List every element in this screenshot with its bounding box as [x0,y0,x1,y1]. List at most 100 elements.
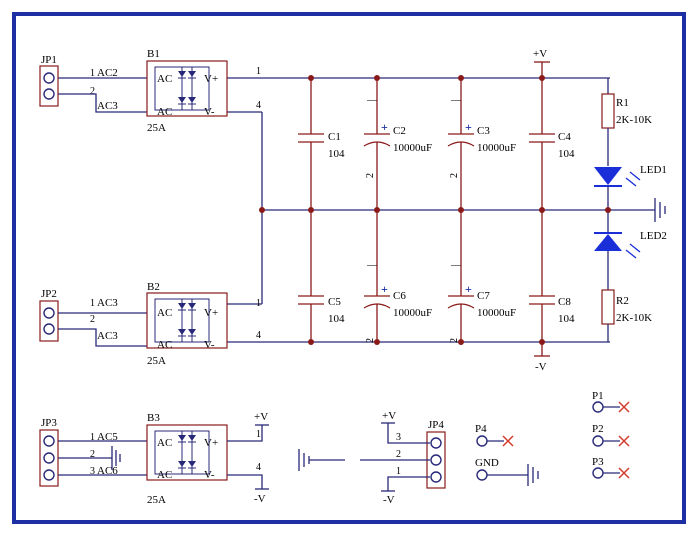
pad-gnd: GND [475,457,539,486]
svg-text:2: 2 [449,338,460,343]
svg-text:3: 3 [396,432,401,443]
connector-jp4: JP4 3 2 1 [396,419,446,489]
pad-p2: P2 [592,423,630,447]
svg-text:4: 4 [256,330,261,341]
b3-vplus-power: +V [254,411,268,423]
svg-text:P4: P4 [475,423,487,435]
svg-text:R1: R1 [616,97,629,109]
led-led1: LED1 [594,164,667,187]
bridge-b1: B1 25A AC AC V+ V- 1 4 [146,48,261,134]
jp2-ref: JP2 [41,288,57,300]
svg-text:10000uF: 10000uF [393,307,432,319]
cap-c3: + — 2 C3 10000uF [447,78,516,210]
svg-text:104: 104 [558,313,575,325]
svg-text:2K-10K: 2K-10K [616,312,652,324]
cap-c5: C5 104 [298,210,345,342]
svg-text:B3: B3 [147,412,160,424]
svg-text:C1: C1 [328,131,341,143]
svg-text:+: + [381,120,388,134]
svg-text:—: — [366,260,378,271]
svg-text:AC6: AC6 [97,465,118,477]
svg-text:1: 1 [256,429,261,440]
vminus-power-label: -V [535,361,547,373]
svg-text:1: 1 [256,66,261,77]
svg-text:—: — [450,260,462,271]
svg-text:AC3: AC3 [97,297,118,309]
svg-text:V-: V- [204,469,215,481]
svg-text:+: + [381,282,388,296]
svg-text:2: 2 [90,314,95,325]
svg-text:V+: V+ [204,73,218,85]
jp1-ref: JP1 [41,54,57,66]
ground-symbol-right [654,198,666,222]
b3-vminus-power: -V [254,493,266,505]
svg-text:AC3: AC3 [97,330,118,342]
jp1-net2: AC3 [97,100,118,112]
svg-text:V-: V- [204,106,215,118]
svg-text:P3: P3 [592,456,604,468]
cap-c6: + — 2 C6 10000uF [363,210,432,343]
svg-text:2: 2 [365,338,376,343]
jp4-vminus-label: -V [383,494,395,506]
svg-text:AC: AC [157,437,172,449]
svg-text:C3: C3 [477,125,490,137]
resistor-r1: R1 2K-10K [601,93,652,129]
connector-jp1: JP1 1 2 AC2 AC3 [39,54,118,112]
cap-c7: + — 2 C7 10000uF [447,210,516,343]
svg-text:10000uF: 10000uF [477,307,516,319]
svg-text:AC5: AC5 [97,431,118,443]
svg-text:C8: C8 [558,296,571,308]
svg-text:+: + [465,282,472,296]
svg-text:—: — [366,95,378,106]
pad-p1: P1 [592,390,630,413]
svg-text:C6: C6 [393,290,406,302]
svg-text:C5: C5 [328,296,341,308]
svg-text:1: 1 [90,432,95,443]
ground-symbol-middle [298,449,345,471]
svg-text:1: 1 [396,466,401,477]
bridge-b3: B3 25A AC AC V+ V- 1 4 [146,412,261,506]
junction-dots [259,75,611,345]
b1-value: 25A [147,122,166,134]
jp1-net1: AC2 [97,67,118,79]
svg-text:AC: AC [157,469,172,481]
svg-text:LED1: LED1 [640,164,667,176]
svg-text:2: 2 [90,449,95,460]
cap-c8: C8 104 [529,210,575,342]
svg-text:V-: V- [204,339,215,351]
pad-p4: P4 [475,423,514,447]
cap-c4: C4 104 [529,78,575,210]
jp1-pin1: 1 [90,68,95,79]
svg-text:C7: C7 [477,290,490,302]
cap-c1: C1 104 [298,78,345,210]
svg-text:C4: C4 [558,131,571,143]
svg-text:P2: P2 [592,423,604,435]
svg-text:AC: AC [157,73,172,85]
svg-text:104: 104 [328,313,345,325]
svg-text:P1: P1 [592,390,604,402]
svg-text:2K-10K: 2K-10K [616,114,652,126]
drawing-frame [12,12,686,524]
b1-ref: B1 [147,48,160,60]
svg-text:104: 104 [558,148,575,160]
svg-text:JP3: JP3 [41,417,57,429]
svg-text:C2: C2 [393,125,406,137]
svg-text:25A: 25A [147,355,166,367]
led-led2: LED2 [594,230,667,259]
svg-text:B2: B2 [147,281,160,293]
svg-text:2: 2 [365,173,376,178]
svg-text:V+: V+ [204,437,218,449]
vplus-power-label: +V [533,48,547,60]
svg-text:JP4: JP4 [428,419,444,431]
svg-text:R2: R2 [616,295,629,307]
svg-text:2: 2 [449,173,460,178]
svg-text:4: 4 [256,100,261,111]
cap-c2: + — 2 C2 10000uF [363,78,432,210]
svg-text:1: 1 [256,298,261,309]
svg-text:AC: AC [157,307,172,319]
connector-jp3: JP3 1 2 3 AC5 AC6 [39,417,118,487]
resistor-r2: R2 2K-10K [601,289,652,325]
svg-text:—: — [450,95,462,106]
svg-text:10000uF: 10000uF [393,142,432,154]
